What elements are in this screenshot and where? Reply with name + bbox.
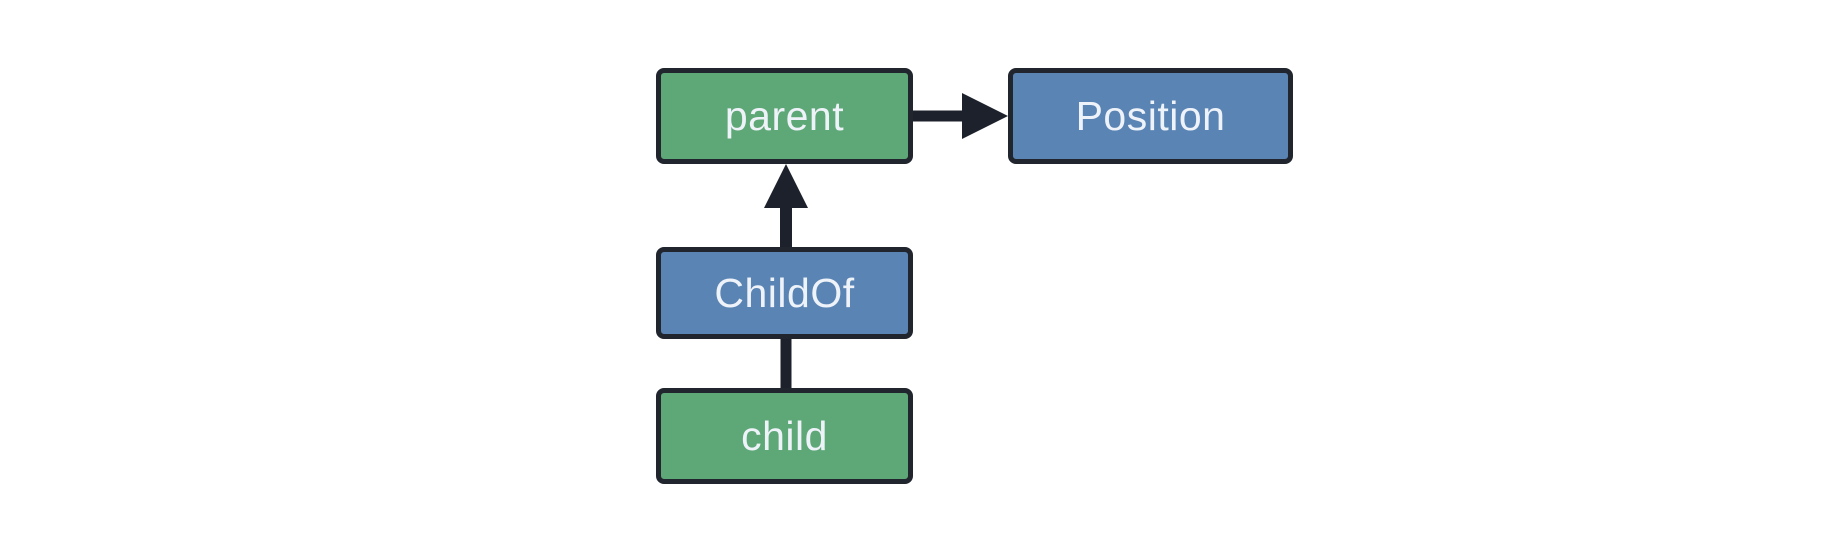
node-childof: ChildOf bbox=[656, 247, 913, 339]
edge-parent-to-position bbox=[913, 93, 1008, 139]
node-childof-label: ChildOf bbox=[714, 269, 855, 316]
edge-childof-to-parent bbox=[764, 164, 808, 251]
node-parent: parent bbox=[656, 68, 913, 164]
node-child: child bbox=[656, 388, 913, 484]
arrowhead-up-icon bbox=[764, 164, 808, 208]
node-position-label: Position bbox=[1075, 92, 1226, 139]
arrowhead-right-icon bbox=[962, 93, 1008, 139]
node-parent-label: parent bbox=[724, 92, 845, 139]
node-child-label: child bbox=[741, 412, 828, 459]
node-position: Position bbox=[1008, 68, 1293, 164]
